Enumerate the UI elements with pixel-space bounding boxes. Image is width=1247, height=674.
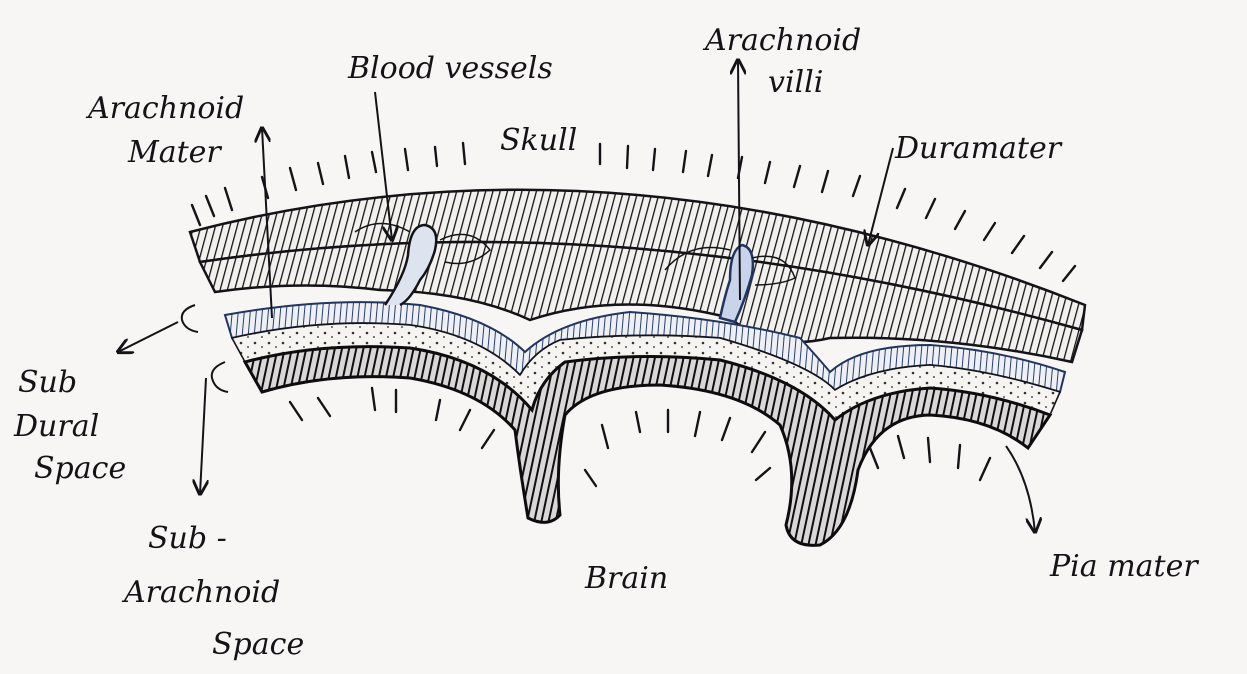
label-subdural-line3: Space bbox=[34, 451, 126, 486]
label-subarachnoid-line2: Arachnoid bbox=[121, 575, 280, 610]
label-skull: Skull bbox=[500, 123, 577, 158]
label-arachnoid-villi-line2: villi bbox=[768, 65, 823, 100]
label-subarachnoid-line3: Space bbox=[212, 627, 304, 662]
duramater-arrow bbox=[868, 148, 893, 245]
subarachnoid-arrow bbox=[200, 378, 206, 494]
subdural-bracket bbox=[182, 305, 228, 392]
pia-mater-arrow bbox=[1006, 446, 1035, 532]
subdural-arrow bbox=[118, 322, 178, 352]
label-subdural-line2: Dural bbox=[13, 409, 99, 444]
label-arachnoid-mater-line2: Mater bbox=[127, 135, 222, 170]
label-pia-mater: Pia mater bbox=[1049, 549, 1199, 584]
label-duramater: Duramater bbox=[894, 131, 1063, 166]
label-arachnoid-mater-line1: Arachnoid bbox=[85, 91, 244, 126]
label-subdural-line1: Sub bbox=[18, 365, 77, 400]
label-brain: Brain bbox=[584, 561, 668, 596]
label-arachnoid-villi-line1: Arachnoid bbox=[702, 23, 861, 58]
label-subarachnoid-line1: Sub - bbox=[148, 521, 227, 556]
label-blood-vessels: Blood vessels bbox=[347, 51, 553, 86]
